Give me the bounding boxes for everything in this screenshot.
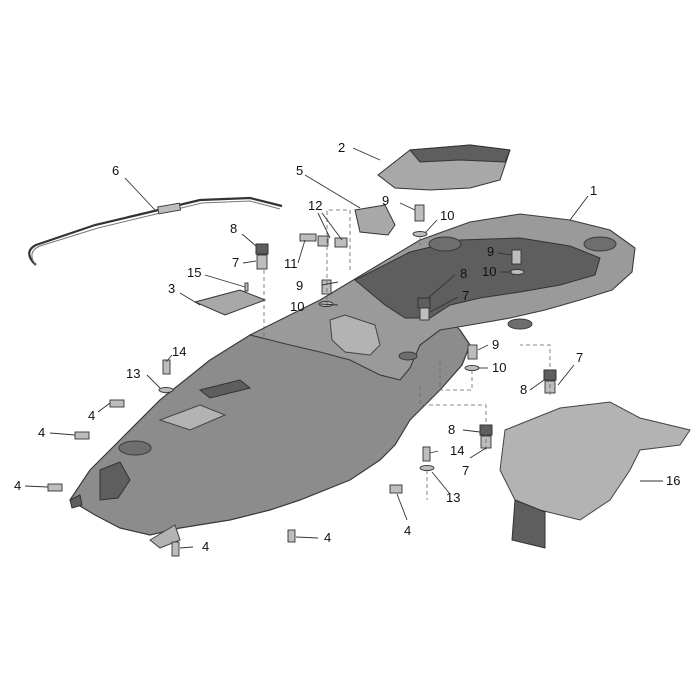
callout-9-c: 9 — [296, 278, 303, 293]
callout-10-d: 10 — [492, 360, 506, 375]
plate-part — [193, 289, 267, 316]
callout-10-b: 10 — [482, 264, 496, 279]
callouts: 1 2 3 4 4 4 4 4 4 5 6 7 7 7 7 8 8 8 8 9 … — [14, 140, 680, 554]
callout-8-c: 8 — [520, 382, 527, 397]
callout-13-a: 13 — [126, 366, 140, 381]
callout-10-a: 10 — [440, 208, 454, 223]
callout-7-a: 7 — [232, 255, 239, 270]
callout-2: 2 — [338, 140, 345, 155]
callout-7-d: 7 — [462, 463, 469, 478]
callout-6: 6 — [112, 163, 119, 178]
callout-9-b: 9 — [487, 244, 494, 259]
callout-15: 15 — [187, 265, 201, 280]
callout-12: 12 — [308, 198, 322, 213]
callout-11: 11 — [284, 256, 298, 271]
callout-4-f: 4 — [404, 523, 411, 538]
callout-1: 1 — [590, 183, 597, 198]
callout-7-c: 7 — [576, 350, 583, 365]
callout-8-d: 8 — [448, 422, 455, 437]
callout-4-e: 4 — [324, 530, 331, 545]
callout-13-b: 13 — [446, 490, 460, 505]
callout-4-b: 4 — [38, 425, 45, 440]
fasteners — [47, 204, 557, 557]
callout-7-b: 7 — [462, 288, 469, 303]
callout-9-a: 9 — [382, 193, 389, 208]
callout-4-c: 4 — [14, 478, 21, 493]
callout-5: 5 — [296, 163, 303, 178]
cable-part — [28, 196, 283, 266]
callout-8-a: 8 — [230, 221, 237, 236]
callout-4-a: 4 — [88, 408, 95, 423]
assembly-dashed-lines — [165, 209, 551, 500]
bracket-part — [354, 204, 396, 236]
callout-16: 16 — [666, 473, 680, 488]
callout-14-b: 14 — [450, 443, 464, 458]
callout-8-b: 8 — [460, 266, 467, 281]
callout-4-d: 4 — [202, 539, 209, 554]
callout-9-d: 9 — [492, 337, 499, 352]
callout-3: 3 — [168, 281, 175, 296]
callout-10-c: 10 — [290, 299, 304, 314]
top-cover-part — [377, 144, 511, 191]
inner-fender-part — [499, 401, 691, 549]
main-body-frame — [69, 213, 636, 549]
callout-14-a: 14 — [172, 344, 186, 359]
leader-lines — [24, 147, 663, 549]
